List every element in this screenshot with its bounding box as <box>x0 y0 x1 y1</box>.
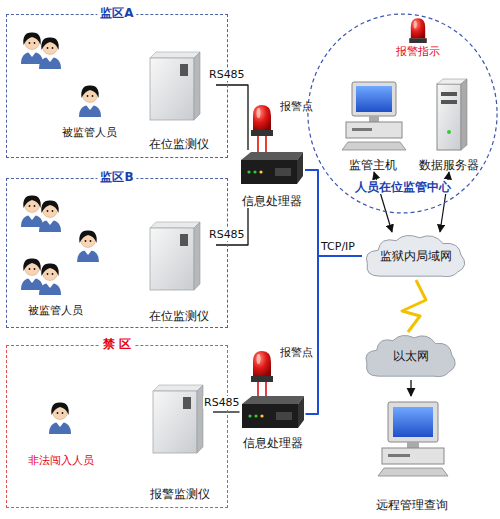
node-label: 信息处理器 <box>243 436 303 450</box>
node-label: 以太网 <box>393 349 429 363</box>
alarm-label: 报警点 <box>280 346 313 359</box>
line-label: RS485 <box>203 396 241 409</box>
zone-box: 监区A在位监测仪 <box>6 14 228 158</box>
monitor-device: 在位监测仪 <box>141 49 216 151</box>
node-label: 报警监测仪 <box>150 487 210 501</box>
lan-cloud: 监狱内局域网 <box>362 232 470 280</box>
processor-device: 信息处理器 <box>240 392 306 450</box>
node-label: 信息处理器 <box>242 194 302 208</box>
intruder-label: 非法闯入人员 <box>28 454 94 467</box>
node-label: 监狱内局域网 <box>380 249 452 263</box>
person-label: 被监管人员 <box>62 126 117 139</box>
node-label: 监区B <box>97 170 136 184</box>
processor-device: 信息处理器 <box>238 150 305 208</box>
connector <box>402 280 426 332</box>
connector <box>410 380 411 396</box>
host-computer: 监管主机 <box>338 75 408 172</box>
node-label: 在位监测仪 <box>149 309 209 323</box>
line-label: RS485 <box>208 68 246 81</box>
node-label: 在位监测仪 <box>149 137 209 151</box>
node-label: 数据服务器 <box>419 158 479 172</box>
node-label: 禁 区 <box>100 337 134 351</box>
node-label: 监管主机 <box>349 158 397 172</box>
node-label: 人员在位监管中心 <box>353 180 453 194</box>
ethernet-cloud: 以太网 <box>362 332 460 380</box>
data-server: 数据服务器 <box>416 80 482 172</box>
connector <box>216 85 248 150</box>
connector <box>213 411 240 412</box>
monitor-device: 在位监测仪 <box>141 216 216 323</box>
node-label: 监区A <box>97 6 136 20</box>
line-label: TCP/IP <box>320 240 356 253</box>
remote-computer: 远程管理查询 <box>372 396 452 512</box>
alarm-indicator-label: 报警指示 <box>396 45 440 58</box>
person-label: 被监管人员 <box>28 304 83 317</box>
center-ellipse: 人员在位监管中心 监管主机 数据服务器 <box>306 12 499 215</box>
forbidden-zone-box: 禁 区报警监测仪 <box>6 345 228 508</box>
node-label: 远程管理查询 <box>376 498 448 512</box>
alarm-label: 报警点 <box>280 100 313 113</box>
line-label: RS485 <box>208 228 246 241</box>
connector <box>306 256 363 414</box>
